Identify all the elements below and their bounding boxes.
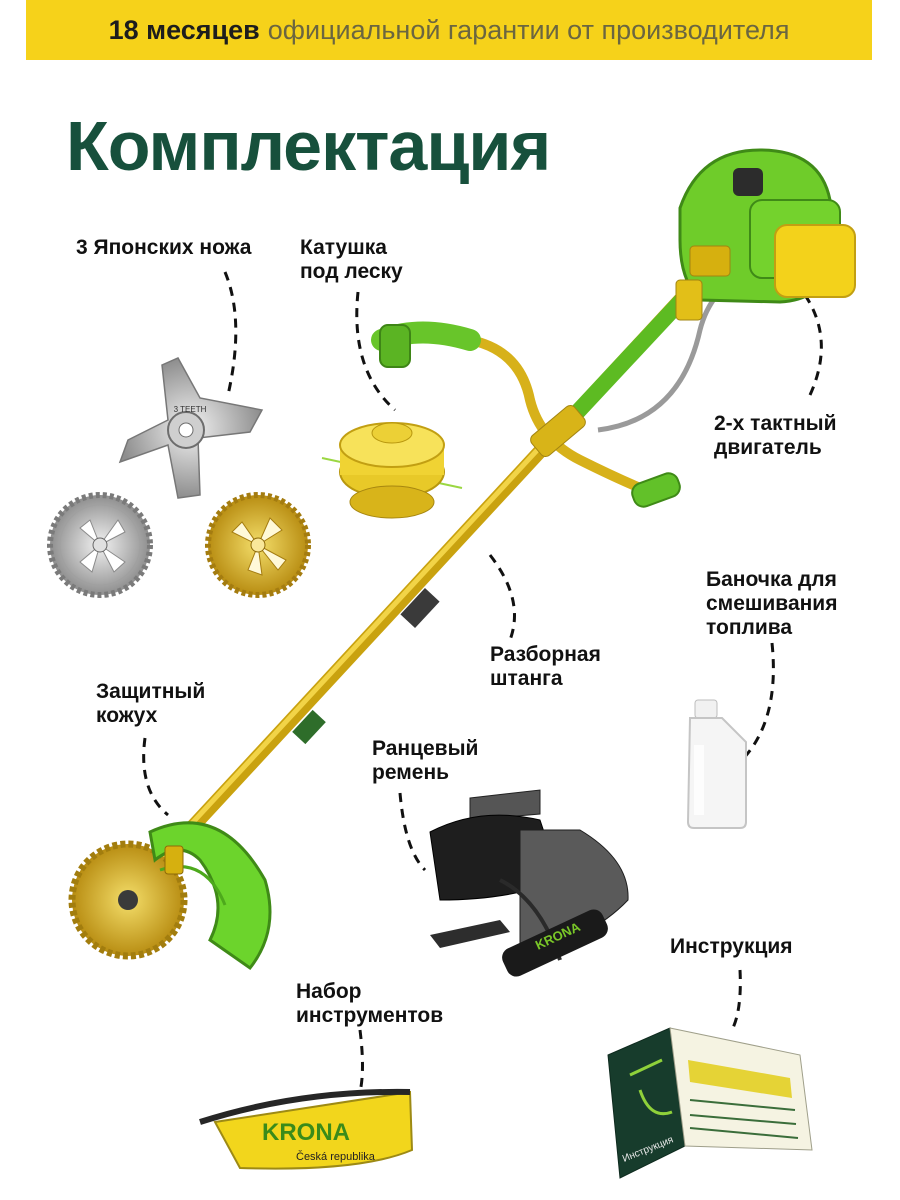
blade-print: 3 TEETH: [174, 405, 207, 414]
trimmer-body: [68, 148, 856, 971]
label-spool: Катушка под леску: [300, 236, 403, 283]
three-teeth-blade: 3 TEETH: [118, 357, 264, 499]
label-manual: Инструкция: [670, 935, 793, 958]
leader-guard: [142, 737, 169, 817]
label-fuel-can: Баночка для смешивания топлива: [706, 568, 838, 639]
trimmer-spool: [321, 422, 463, 519]
leader-manual: [730, 969, 742, 1031]
page-title: Комплектация: [66, 107, 551, 185]
instruction-manual: Инструкция: [607, 1027, 813, 1179]
label-tools: Набор инструментов: [296, 980, 444, 1027]
leader-belt: [398, 792, 427, 872]
leader-engine: [803, 294, 823, 396]
gold-saw-blade: [205, 492, 311, 598]
warranty-text: официальной гарантии от производителя: [267, 14, 790, 45]
warranty-banner: 18 месяцев официальной гарантии от произ…: [26, 0, 872, 60]
label-engine: 2-х тактный двигатель: [714, 412, 837, 459]
fuel-mixing-can: [686, 699, 747, 829]
bag-brand: KRONA: [262, 1119, 350, 1146]
label-harness: Ранцевый ремень: [372, 737, 479, 784]
leader-can: [740, 642, 775, 762]
leader-knives: [223, 271, 238, 396]
bag-subtitle: Česká republika: [296, 1150, 376, 1163]
tool-bag: KRONA Česká republika: [199, 1088, 414, 1170]
label-knives: 3 Японских ножа: [76, 236, 252, 259]
shoulder-harness: KRONA: [429, 789, 629, 977]
label-shaft: Разборная штанга: [490, 643, 601, 690]
silver-saw-blade: [47, 492, 153, 598]
leader-tools: [358, 1029, 364, 1093]
leader-lines: [142, 271, 823, 1093]
leader-spool: [355, 291, 396, 412]
label-guard: Защитный кожух: [96, 680, 206, 727]
warranty-months: 18 месяцев: [108, 14, 260, 45]
leader-shaft: [488, 554, 516, 641]
